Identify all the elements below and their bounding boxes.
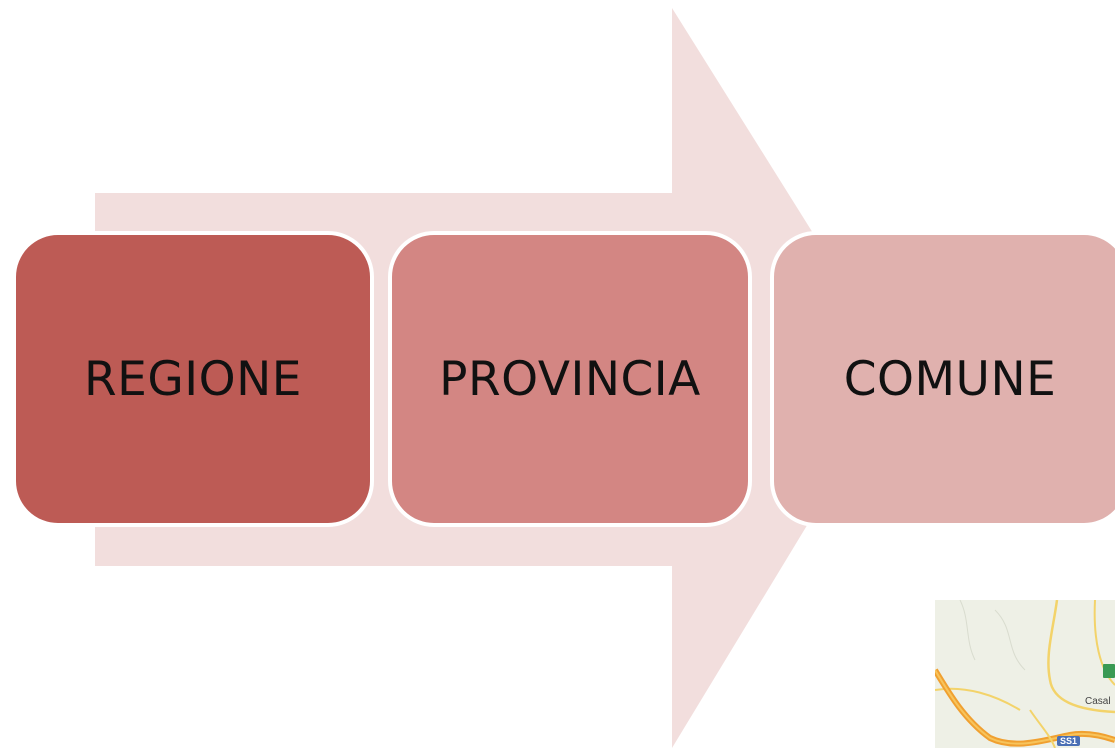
map-thumbnail: Casal SS1 [935, 600, 1115, 748]
minor-road [1047, 600, 1115, 714]
map-roads [935, 600, 1115, 748]
map-place-label: Casal [1085, 696, 1111, 707]
step-regione: REGIONE [12, 231, 374, 527]
step-label-comune: COMUNE [843, 351, 1057, 407]
step-label-regione: REGIONE [84, 351, 302, 407]
step-label-provincia: PROVINCIA [439, 351, 701, 407]
map-marker-icon [1103, 664, 1115, 678]
road-shield-badge: SS1 [1057, 736, 1081, 746]
step-provincia: PROVINCIA [388, 231, 752, 527]
step-comune: COMUNE [770, 231, 1115, 527]
